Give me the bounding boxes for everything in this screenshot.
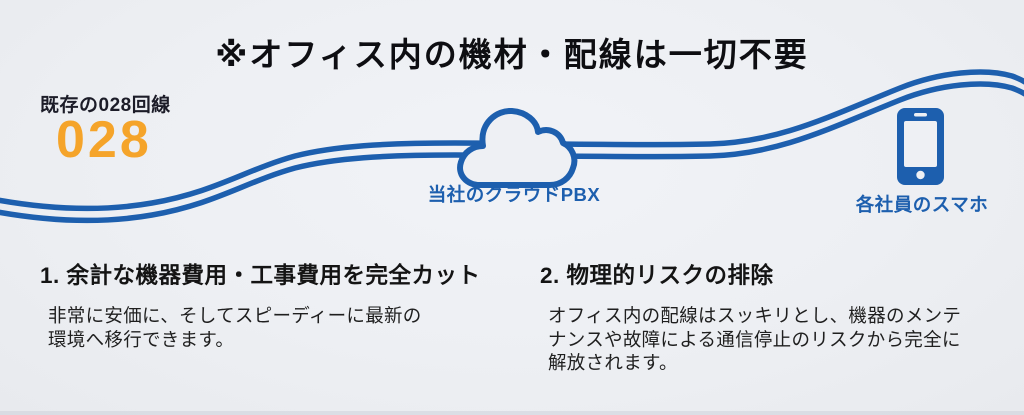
benefit-2-body: オフィス内の配線はスッキリとし、機器のメンテ ナンスや故障による通信停止のリスク… <box>548 305 962 374</box>
benefit-item-1: 1. 余計な機器費用・工事費用を完全カット 非常に安価に、そしてスピーディーに最… <box>0 258 500 375</box>
page-title: ※オフィス内の機材・配線は一切不要 <box>215 36 809 73</box>
benefit-2-heading: 2. 物理的リスクの排除 <box>540 263 774 288</box>
existing-line-label: 既存の028回線 <box>40 95 171 116</box>
benefit-item-2: 2. 物理的リスクの排除 オフィス内の配線はスッキリとし、機器のメンテ ナンスや… <box>500 258 1024 375</box>
benefit-1-body: 非常に安価に、そしてスピーディーに最新の 環境へ移行できます。 <box>48 305 422 350</box>
benefit-1-heading: 1. 余計な機器費用・工事費用を完全カット <box>40 263 481 288</box>
cloud-icon <box>457 108 578 188</box>
existing-line-number: 028 <box>56 111 152 169</box>
cloud-pbx-label: 当社のクラウドPBX <box>427 184 601 205</box>
employee-phone-label: 各社員のスマホ <box>855 194 989 215</box>
smartphone-icon <box>897 108 944 185</box>
benefits-section: 1. 余計な機器費用・工事費用を完全カット 非常に安価に、そしてスピーディーに最… <box>0 258 1024 375</box>
